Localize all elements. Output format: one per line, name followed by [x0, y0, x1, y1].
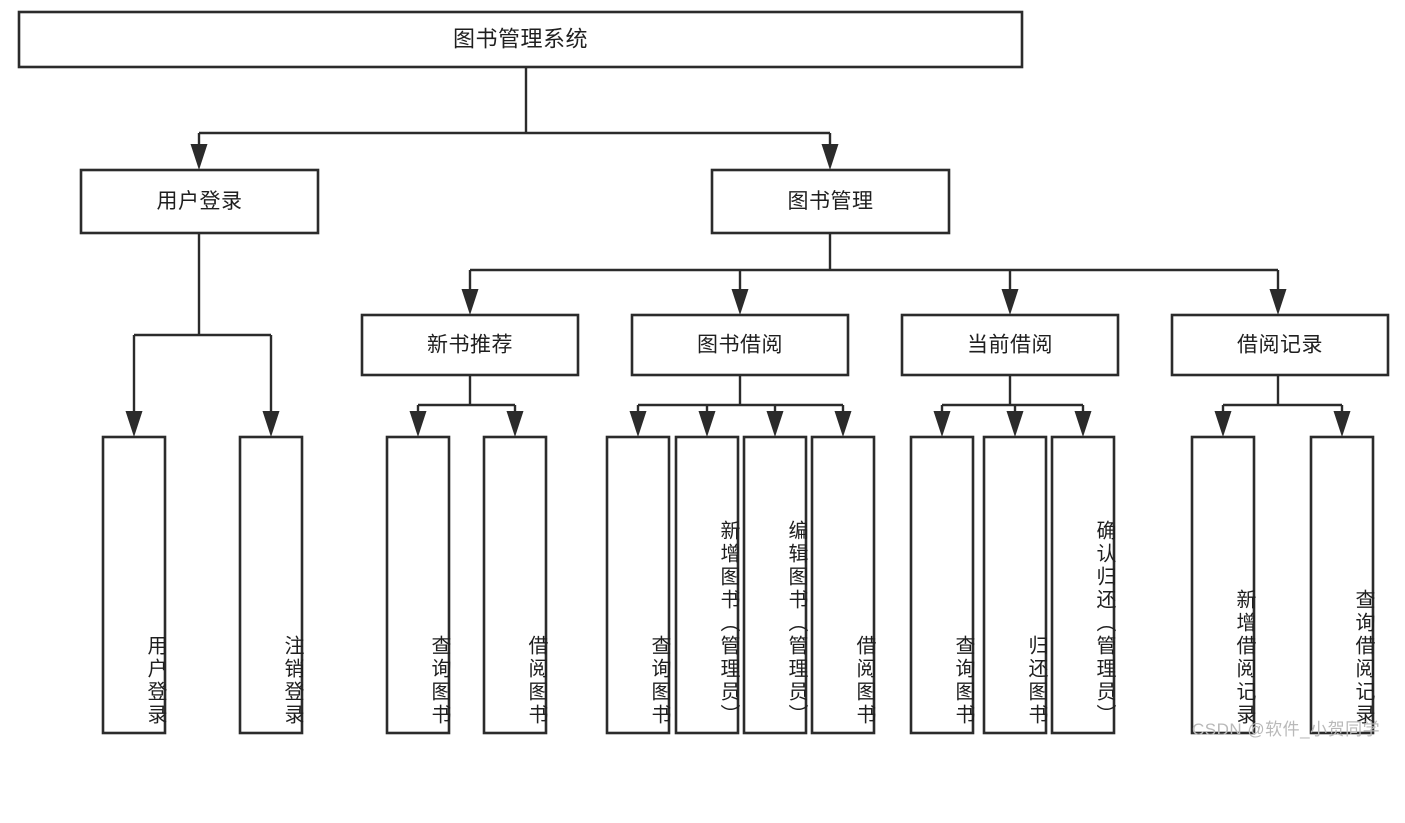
arrow-head-3 [1269, 289, 1287, 315]
arrow-head-0 [933, 411, 951, 437]
level3-node-当前借阅-label: 当前借阅 [967, 334, 1053, 357]
arrow-head-1 [506, 411, 524, 437]
level3-node-图书借阅-3-box[interactable] [630, 313, 850, 377]
csdn-watermark: CSDN @软件_小贺同学 [1192, 720, 1381, 739]
arrow-head-0 [461, 289, 479, 315]
arrow-head-1 [731, 289, 749, 315]
leaf-node-新增借阅记录-11-box[interactable] [1190, 435, 1256, 735]
leaf-node-查询图书-8-box[interactable] [909, 435, 975, 735]
leaf-node-注销登录-1-box[interactable] [238, 435, 304, 735]
level2-node-用户登录-label: 用户登录 [157, 190, 243, 213]
arrow-head-3 [834, 411, 852, 437]
leaf-node-借阅图书-7-box[interactable] [810, 435, 876, 735]
arrow-head-1 [262, 411, 280, 437]
level3-node-新书推荐-label: 新书推荐 [427, 334, 513, 357]
arrow-head-1 [821, 144, 839, 170]
arrow-head-1 [1006, 411, 1024, 437]
arrow-head-2 [1001, 289, 1019, 315]
diagram-canvas: 图书管理系统用户登录图书管理新书推荐图书借阅当前借阅借阅记录 用户登录注销登录查… [17, 10, 1390, 739]
leaf-node-新增图书管理员-5-box[interactable] [674, 435, 740, 735]
leaf-node-借阅图书-3-box[interactable] [482, 435, 548, 735]
arrow-head-0 [629, 411, 647, 437]
connector-layer [125, 67, 1351, 437]
level3-node-借阅记录-label: 借阅记录 [1237, 334, 1323, 357]
level3-node-当前借阅-4-box[interactable] [900, 313, 1120, 377]
connector-group-current-to-leaves [933, 375, 1092, 437]
level2-node-图书管理-1-box[interactable] [710, 168, 951, 235]
level2-node-用户登录-0-box[interactable] [79, 168, 320, 235]
root-node-图书管理系统-box[interactable] [17, 10, 1024, 69]
level3-node-图书借阅-label: 图书借阅 [697, 334, 783, 357]
arrow-head-0 [125, 411, 143, 437]
connector-group-bookmgmt-to-level3 [461, 233, 1287, 315]
leaf-node-查询图书-2-box[interactable] [385, 435, 451, 735]
arrow-head-0 [409, 411, 427, 437]
leaf-node-用户登录-0-box[interactable] [101, 435, 167, 735]
arrow-head-2 [1074, 411, 1092, 437]
leaf-node-确认归还管理员-10-box[interactable] [1050, 435, 1116, 735]
connector-group-borrow-to-leaves [629, 375, 852, 437]
leaf-node-归还图书-9-box[interactable] [982, 435, 1048, 735]
connector-group-root-to-level2 [190, 67, 839, 170]
arrow-head-0 [1214, 411, 1232, 437]
leaf-node-查询借阅记录-12-box[interactable] [1309, 435, 1375, 735]
level3-node-新书推荐-2-box[interactable] [360, 313, 580, 377]
node-box-layer [17, 10, 1390, 735]
arrow-head-2 [766, 411, 784, 437]
root-node-label: 图书管理系统 [453, 26, 588, 51]
level2-node-图书管理-label: 图书管理 [788, 190, 874, 213]
arrow-head-1 [698, 411, 716, 437]
level3-node-借阅记录-5-box[interactable] [1170, 313, 1390, 377]
leaf-node-查询图书-4-box[interactable] [605, 435, 671, 735]
arrow-head-1 [1333, 411, 1351, 437]
leaf-node-编辑图书管理员-6-box[interactable] [742, 435, 808, 735]
connector-group-record-to-leaves [1214, 375, 1351, 437]
arrow-head-0 [190, 144, 208, 170]
connector-group-userlogin-to-leaves [125, 233, 280, 437]
connector-group-newbook-to-leaves [409, 375, 524, 437]
